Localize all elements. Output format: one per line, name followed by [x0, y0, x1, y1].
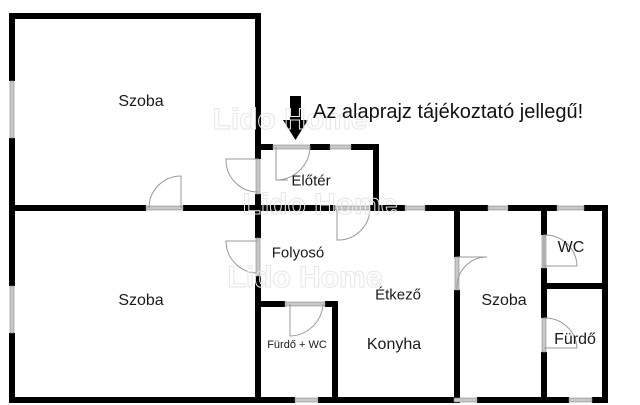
- room-label-szoba: Szoba: [118, 292, 164, 309]
- room-label-szoba: Szoba: [118, 93, 164, 110]
- room-label-fürdő-wc: Fürdő + WC: [267, 339, 327, 351]
- room-label-előtér: Előtér: [291, 172, 331, 190]
- watermark-text: Lido Home: [212, 103, 368, 137]
- room-label-fürdő: Fürdő: [554, 331, 596, 348]
- watermark-text: Lido Home: [242, 188, 398, 222]
- room-label-wc: WC: [557, 239, 585, 256]
- down-arrow-icon: [283, 96, 308, 140]
- watermark-text: Lido Home: [227, 261, 383, 295]
- room-label-szoba: Szoba: [481, 292, 527, 309]
- disclaimer-note: Az alaprajz tájékoztató jellegű!: [313, 101, 584, 123]
- door-swings: [148, 146, 578, 349]
- room-label-konyha: Konyha: [366, 336, 422, 353]
- walls: [9, 13, 608, 403]
- room-label-folyosó: Folyosó: [271, 244, 325, 262]
- room-label-étkező: Étkező: [375, 286, 421, 304]
